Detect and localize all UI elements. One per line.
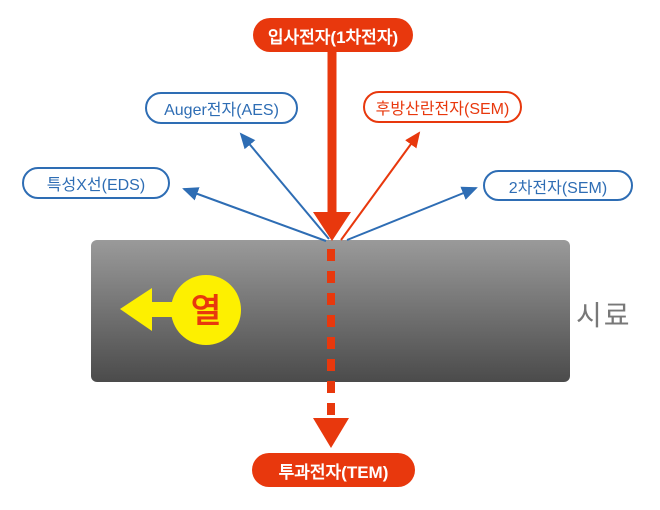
characteristic-xray-text: 특성X선(EDS): [46, 177, 146, 194]
secondary-electron-label: 2차전자(SEM): [483, 170, 633, 201]
incident-beam-arrow: [313, 51, 351, 241]
auger-electron-label: Auger전자(AES): [145, 92, 298, 124]
xray-arrow: [182, 187, 327, 242]
auger-electron-text: Auger전자(AES): [164, 102, 279, 119]
secondary-electron-text: 2차전자(SEM): [508, 179, 608, 197]
incident-electron-text: 입사전자(1차전자): [267, 27, 399, 47]
backscattered-arrow: [340, 131, 421, 241]
heat-arrow: [120, 275, 241, 345]
backscattered-electron-text: 후방산란전자(SEM): [375, 101, 510, 118]
backscattered-electron-label: 후방산란전자(SEM): [363, 91, 522, 123]
transmitted-electron-label: 투과전자(TEM): [252, 453, 415, 487]
characteristic-xray-label: 특성X선(EDS): [22, 167, 170, 199]
transmitted-beam-dashed-arrow: [313, 249, 349, 448]
secondary-arrow: [346, 186, 478, 241]
sample-label: 시료: [576, 300, 632, 331]
transmitted-electron-text: 투과전자(TEM): [278, 462, 389, 482]
heat-label: 열: [190, 291, 222, 329]
auger-arrow: [239, 132, 330, 240]
incident-electron-label: 입사전자(1차전자): [253, 18, 413, 52]
